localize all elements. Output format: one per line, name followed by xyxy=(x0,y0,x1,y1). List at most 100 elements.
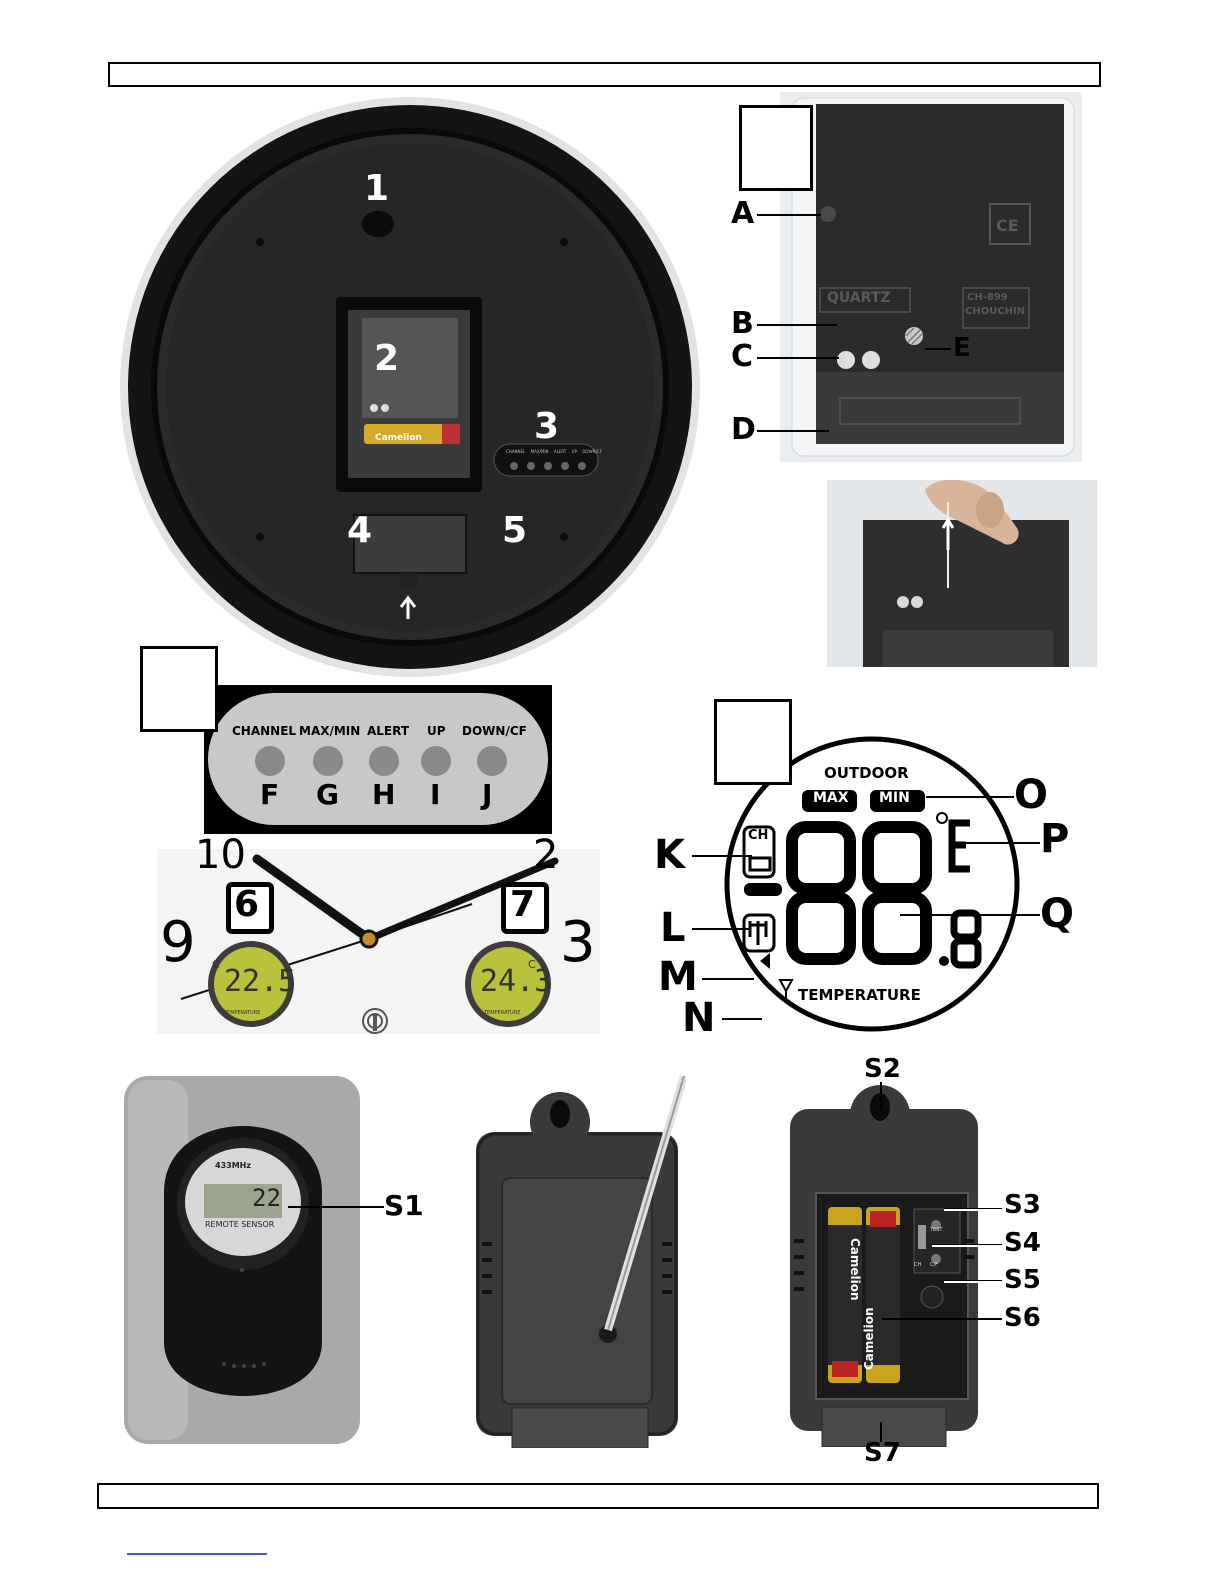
sensor-battery-brand-1: Camelion xyxy=(848,1238,862,1301)
clock-label-5: 5 xyxy=(502,510,528,551)
clock-number-10: 10 xyxy=(195,832,246,878)
sensor-battery-brand-2: Camelion xyxy=(862,1307,876,1370)
callout-l-leader xyxy=(692,928,750,930)
sensor-display-value: 22 xyxy=(252,1184,281,1212)
callout-b-leader xyxy=(757,324,837,326)
clock-button-strip-labels: CHANNEL MAX/MIN ALERT UP DOWN/CF xyxy=(506,449,602,454)
callout-j: J xyxy=(482,778,493,811)
callout-n: N xyxy=(682,995,716,1041)
callout-7: 7 xyxy=(510,884,536,925)
callout-s1-leader xyxy=(288,1206,384,1208)
clock-number-3: 3 xyxy=(560,910,596,975)
callout-s2-leader xyxy=(880,1082,882,1110)
callout-s2: S2 xyxy=(864,1054,901,1084)
callout-m-leader xyxy=(702,978,754,980)
callout-k-leader xyxy=(692,855,752,857)
lcd-label-box xyxy=(714,699,792,785)
callout-s3-leader xyxy=(944,1208,1002,1211)
clock-label-3: 3 xyxy=(534,406,560,447)
buttons-label-box xyxy=(140,646,218,732)
callout-s7-leader xyxy=(880,1422,882,1442)
strip-label-alert: ALERT xyxy=(553,449,567,454)
right-temp-caption: TEMPERATURE xyxy=(484,1010,521,1016)
callout-s6: S6 xyxy=(1004,1303,1041,1333)
movement-marking-brand: CHOUCHIN xyxy=(965,306,1026,317)
callout-p: P xyxy=(1040,816,1070,862)
clock-callout-7-box xyxy=(501,882,549,934)
callout-a: A xyxy=(731,196,755,231)
clock-back-photo xyxy=(120,97,700,677)
movement-photo xyxy=(780,92,1082,462)
callout-e: E xyxy=(953,333,971,363)
lcd-diagram xyxy=(724,736,1020,1032)
callout-c: C xyxy=(731,339,754,374)
callout-b: B xyxy=(731,306,754,341)
callout-s7: S7 xyxy=(864,1438,901,1468)
callout-o-leader xyxy=(926,796,1014,798)
lcd-max: MAX xyxy=(813,790,849,806)
footer-link-underline[interactable] xyxy=(127,1553,267,1555)
callout-e-leader xyxy=(925,348,951,350)
clock-callout-6-box xyxy=(226,882,274,934)
footer-frame xyxy=(97,1483,1099,1509)
btn-label-channel: CHANNEL xyxy=(232,724,297,738)
callout-h: H xyxy=(372,778,396,811)
clock-label-2: 2 xyxy=(374,338,400,379)
movement-marking-quartz: QUARTZ xyxy=(827,290,891,306)
callout-d-leader xyxy=(757,430,829,432)
left-temp-caption: TEMPERATURE xyxy=(224,1010,261,1016)
callout-q-leader xyxy=(900,914,1040,916)
callout-6: 6 xyxy=(234,884,260,925)
callout-o: O xyxy=(1014,772,1049,818)
callout-s4-leader xyxy=(932,1244,1002,1247)
strip-label-down: DOWN/CF xyxy=(582,449,602,454)
btn-label-up: UP xyxy=(427,724,446,738)
lcd-ch: CH xyxy=(748,828,769,843)
clock-label-1: 1 xyxy=(364,168,390,209)
sensor-front-photo xyxy=(124,1076,360,1444)
callout-i: I xyxy=(430,778,441,811)
callout-l: L xyxy=(660,905,686,951)
callout-d: D xyxy=(731,412,756,447)
battery-insert-photo xyxy=(827,480,1097,667)
sensor-back-closed-photo xyxy=(476,1074,686,1448)
clock-number-9: 9 xyxy=(160,910,196,975)
callout-s5: S5 xyxy=(1004,1265,1041,1295)
clock-battery-brand: Camelion xyxy=(375,433,422,443)
movement-label-box xyxy=(739,105,813,191)
callout-c-leader xyxy=(757,357,839,359)
header-frame xyxy=(108,62,1101,87)
callout-a-leader xyxy=(757,214,821,216)
btn-label-maxmin: MAX/MIN xyxy=(299,724,361,738)
right-temp-display: 24.3 xyxy=(480,964,553,999)
movement-marking-ce: CE xyxy=(996,216,1019,235)
switch-label-cf: C/F xyxy=(930,1262,939,1268)
callout-q: Q xyxy=(1040,891,1075,937)
callout-s5-leader xyxy=(944,1280,1002,1283)
clock-face-photo xyxy=(157,849,600,1034)
lcd-temperature: TEMPERATURE xyxy=(798,986,921,1004)
strip-label-channel: CHANNEL xyxy=(506,449,526,454)
callout-s3: S3 xyxy=(1004,1190,1041,1220)
switch-label-test: TEST xyxy=(930,1227,943,1233)
movement-marking-model: CH-899 xyxy=(967,292,1008,303)
sensor-back-open-photo xyxy=(790,1085,978,1447)
lcd-min: MIN xyxy=(879,790,910,806)
sensor-caption: REMOTE SENSOR xyxy=(205,1220,275,1229)
callout-s6-leader xyxy=(882,1318,1002,1320)
callout-k: K xyxy=(654,832,685,878)
callout-f: F xyxy=(260,778,280,811)
strip-label-up: UP xyxy=(571,449,577,454)
btn-label-down: DOWN/CF xyxy=(462,724,527,738)
clock-label-4: 4 xyxy=(347,510,373,551)
left-temp-display: 22.5 xyxy=(224,964,297,999)
switch-label-ch: CH xyxy=(914,1262,922,1268)
button-panel-photo xyxy=(204,685,552,834)
left-temp-unit: C xyxy=(212,958,220,971)
callout-s1: S1 xyxy=(384,1189,424,1222)
clock-number-2: 2 xyxy=(533,832,559,878)
right-temp-unit: C xyxy=(528,958,536,971)
callout-g: G xyxy=(316,778,339,811)
callout-n-leader xyxy=(722,1018,762,1020)
strip-label-maxmin: MAX/MIN xyxy=(530,449,549,454)
